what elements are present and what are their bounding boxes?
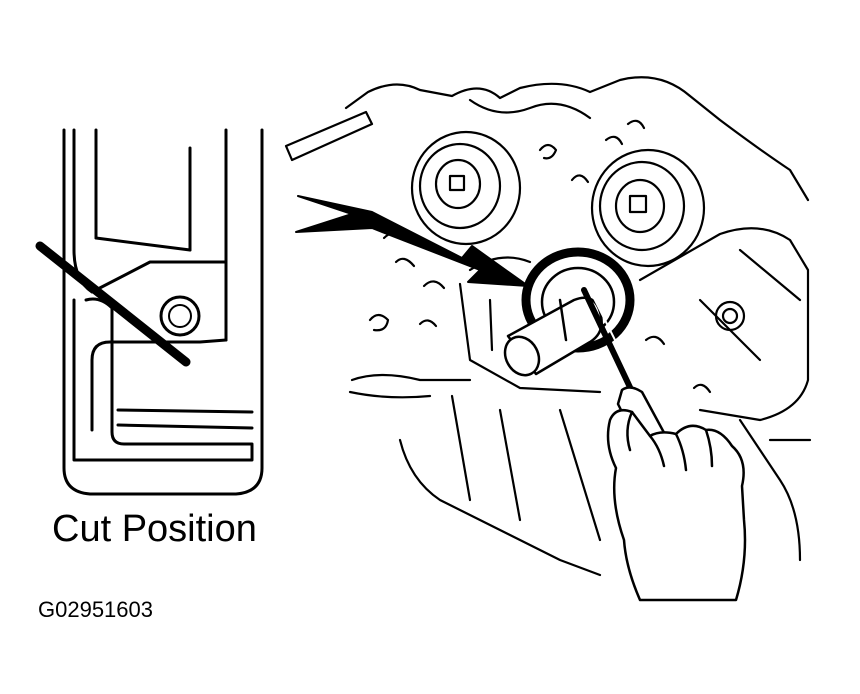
engine-front-cover [284, 76, 812, 577]
crankshaft-end [503, 296, 603, 377]
cut-line-marker [35, 241, 191, 367]
camshaft-pulley-left [410, 130, 522, 246]
cut-position-inset [62, 128, 264, 496]
inset-caption: Cut Position [52, 508, 257, 550]
hand-illustration [606, 409, 747, 602]
camshaft-pulley-right [590, 148, 706, 268]
figure-code: G02951603 [38, 597, 153, 622]
pointer-arrow [295, 195, 529, 287]
